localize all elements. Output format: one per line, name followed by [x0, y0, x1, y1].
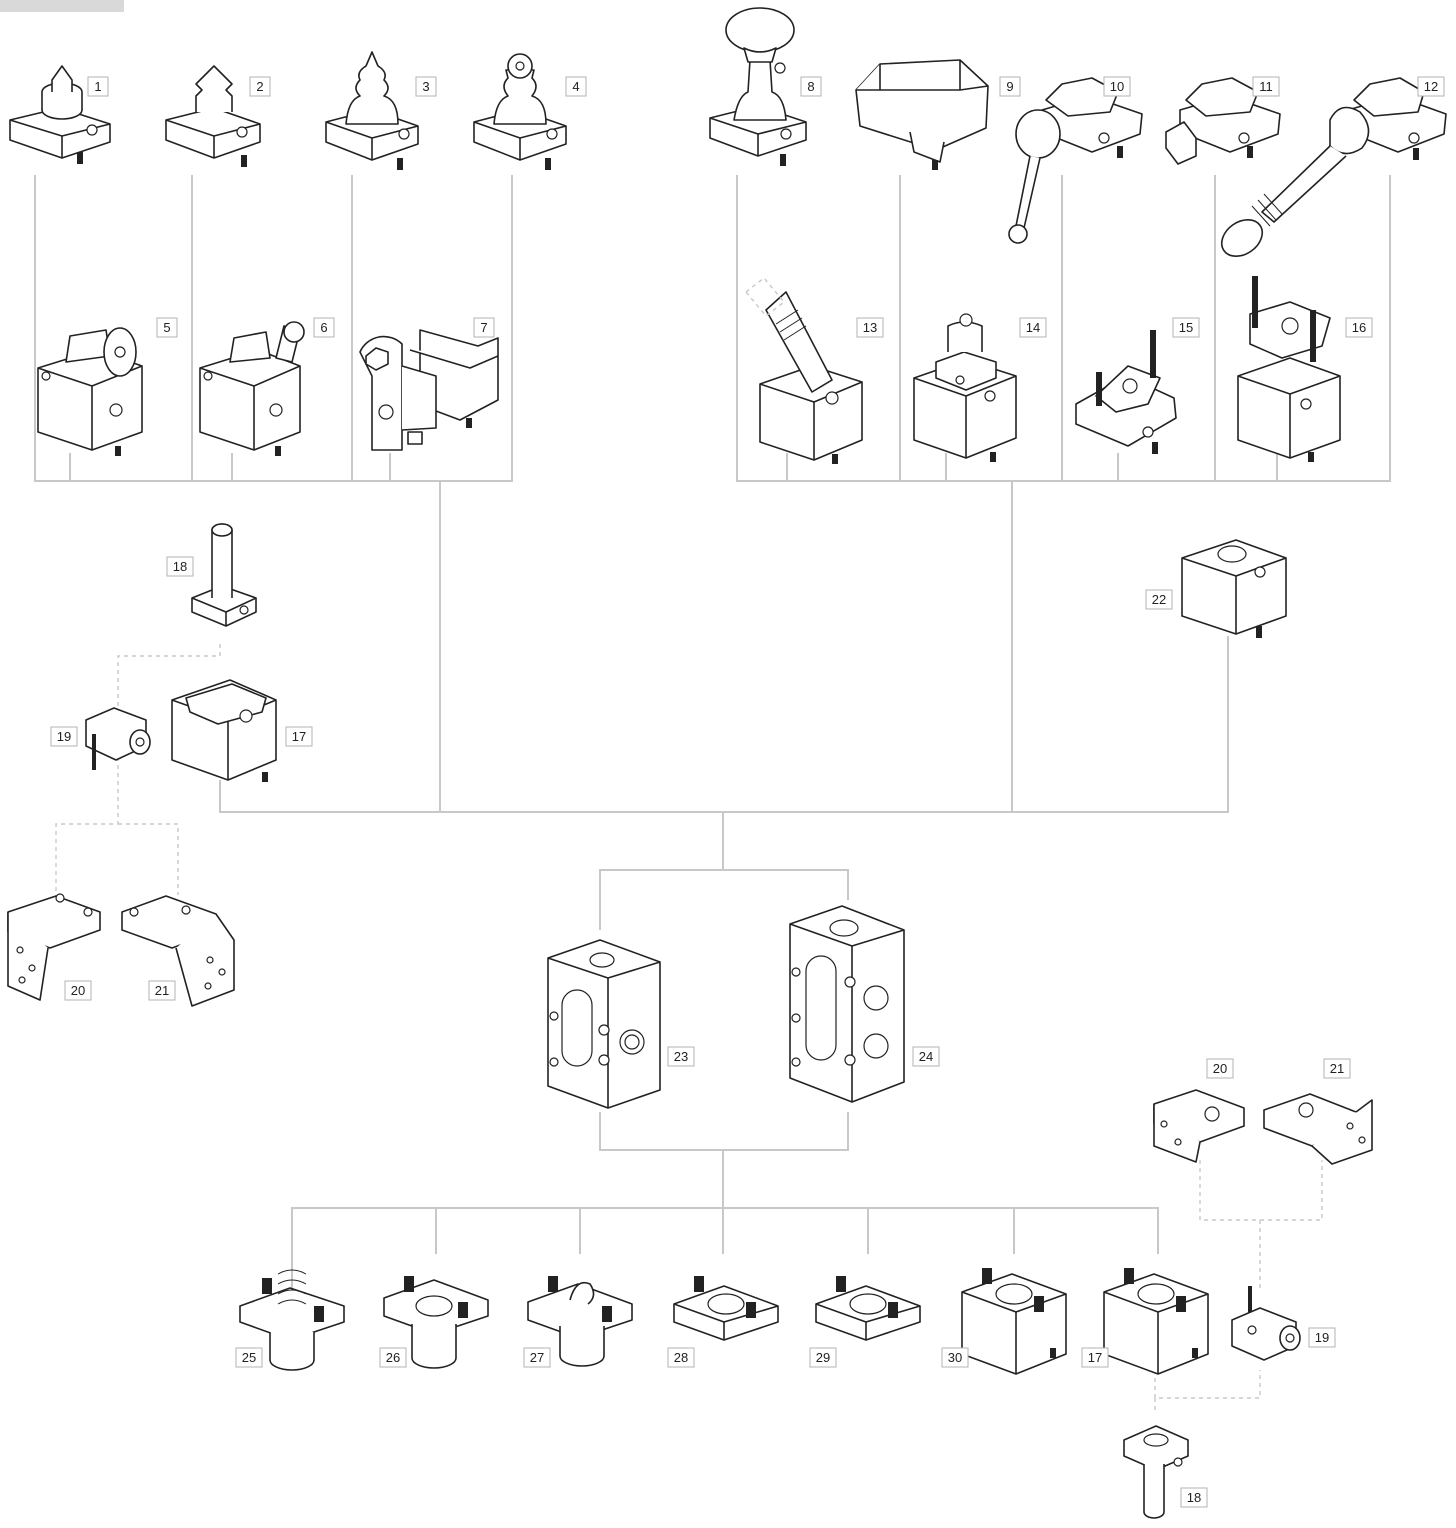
label-19-left: 19 [51, 727, 77, 746]
label-20-left-text: 20 [71, 983, 85, 998]
label-13-text: 13 [863, 320, 877, 335]
part-21-angle-bracket-right [1264, 1094, 1372, 1164]
part-15-stud-plate [1076, 330, 1176, 454]
part-18-solenoid-tube [192, 524, 256, 626]
part-8-mushroom-button-head [710, 8, 806, 166]
part-6-roller-lever-body [200, 322, 304, 456]
label-15: 15 [1173, 318, 1199, 337]
label-16-text: 16 [1352, 320, 1366, 335]
part-21-angle-bracket [122, 896, 234, 1006]
label-8-text: 8 [807, 79, 814, 94]
label-28: 28 [668, 1348, 694, 1367]
part-19-connector-plug-right [1232, 1286, 1300, 1360]
part-30-pilot-body [962, 1268, 1066, 1374]
label-22-text: 22 [1152, 592, 1166, 607]
label-7: 7 [474, 318, 494, 337]
label-17-top: 17 [286, 727, 312, 746]
label-21-right-text: 21 [1330, 1061, 1344, 1076]
label-15-text: 15 [1179, 320, 1193, 335]
part-22-port-body [1182, 540, 1286, 638]
part-3-boot-head [326, 52, 418, 170]
label-14: 14 [1020, 318, 1046, 337]
label-9-text: 9 [1006, 79, 1013, 94]
label-18-top-text: 18 [173, 559, 187, 574]
part-17-pilot-body-bottom [1104, 1268, 1208, 1374]
corner-tab [0, 0, 124, 12]
part-16-stud-plate-body [1238, 276, 1340, 462]
label-17-bottom-text: 17 [1088, 1350, 1102, 1365]
label-4: 4 [566, 77, 586, 96]
label-7-text: 7 [480, 320, 487, 335]
label-21-right: 21 [1324, 1059, 1350, 1078]
label-29: 29 [810, 1348, 836, 1367]
label-28-text: 28 [674, 1350, 688, 1365]
part-2-button-head [166, 66, 260, 167]
part-29-end-plate [816, 1276, 920, 1340]
part-5-roller-lever-body [38, 328, 142, 456]
label-19-left-text: 19 [57, 729, 71, 744]
label-22: 22 [1146, 590, 1172, 609]
label-8: 8 [801, 77, 821, 96]
label-18-bottom: 18 [1181, 1488, 1207, 1507]
label-23-text: 23 [674, 1049, 688, 1064]
label-29-text: 29 [816, 1350, 830, 1365]
label-20-right-text: 20 [1213, 1061, 1227, 1076]
label-11-text: 11 [1259, 79, 1273, 94]
label-14-text: 14 [1026, 320, 1040, 335]
label-6: 6 [314, 318, 334, 337]
label-25: 25 [236, 1348, 262, 1367]
part-18-solenoid-tube-bottom [1124, 1426, 1188, 1518]
part-14-plunger-body [914, 314, 1016, 462]
part-7-rotary-lever-body [360, 330, 498, 450]
part-9-cover-head [856, 60, 988, 170]
label-2-text: 2 [256, 79, 263, 94]
label-20-left: 20 [65, 981, 91, 1000]
label-30: 30 [942, 1348, 968, 1367]
part-28-end-plate [674, 1276, 778, 1340]
label-30-text: 30 [948, 1350, 962, 1365]
label-27-text: 27 [530, 1350, 544, 1365]
label-3: 3 [416, 77, 436, 96]
part-13-toggle-lever-body [746, 278, 862, 464]
label-19-right: 19 [1309, 1328, 1335, 1347]
label-12-text: 12 [1424, 79, 1438, 94]
part-4-roller-boot-head [474, 54, 566, 170]
part-23-valve-body-small [548, 940, 660, 1108]
label-17-bottom: 17 [1082, 1348, 1108, 1367]
part-17-solenoid-valve-body [172, 680, 276, 782]
label-20-right: 20 [1207, 1059, 1233, 1078]
label-19-right-text: 19 [1315, 1330, 1329, 1345]
label-10: 10 [1104, 77, 1130, 96]
label-26: 26 [380, 1348, 406, 1367]
label-11: 11 [1253, 77, 1279, 96]
label-18-bottom-text: 18 [1187, 1490, 1201, 1505]
label-27: 27 [524, 1348, 550, 1367]
label-26-text: 26 [386, 1350, 400, 1365]
label-21-left-text: 21 [155, 983, 169, 998]
label-25-text: 25 [242, 1350, 256, 1365]
label-1-text: 1 [94, 79, 101, 94]
label-5-text: 5 [163, 320, 170, 335]
label-12: 12 [1418, 77, 1444, 96]
label-10-text: 10 [1110, 79, 1124, 94]
label-1: 1 [88, 77, 108, 96]
label-16: 16 [1346, 318, 1372, 337]
part-20-angle-bracket-right [1154, 1090, 1244, 1162]
label-24-text: 24 [919, 1049, 933, 1064]
label-13: 13 [857, 318, 883, 337]
label-4-text: 4 [572, 79, 579, 94]
label-5: 5 [157, 318, 177, 337]
label-9: 9 [1000, 77, 1020, 96]
label-21-left: 21 [149, 981, 175, 1000]
label-6-text: 6 [320, 320, 327, 335]
label-18-top: 18 [167, 557, 193, 576]
part-10-lever-handle-head [1009, 78, 1142, 243]
label-24: 24 [913, 1047, 939, 1066]
label-23: 23 [668, 1047, 694, 1066]
label-3-text: 3 [422, 79, 429, 94]
label-2: 2 [250, 77, 270, 96]
part-24-valve-body-large [790, 906, 904, 1102]
label-17-top-text: 17 [292, 729, 306, 744]
